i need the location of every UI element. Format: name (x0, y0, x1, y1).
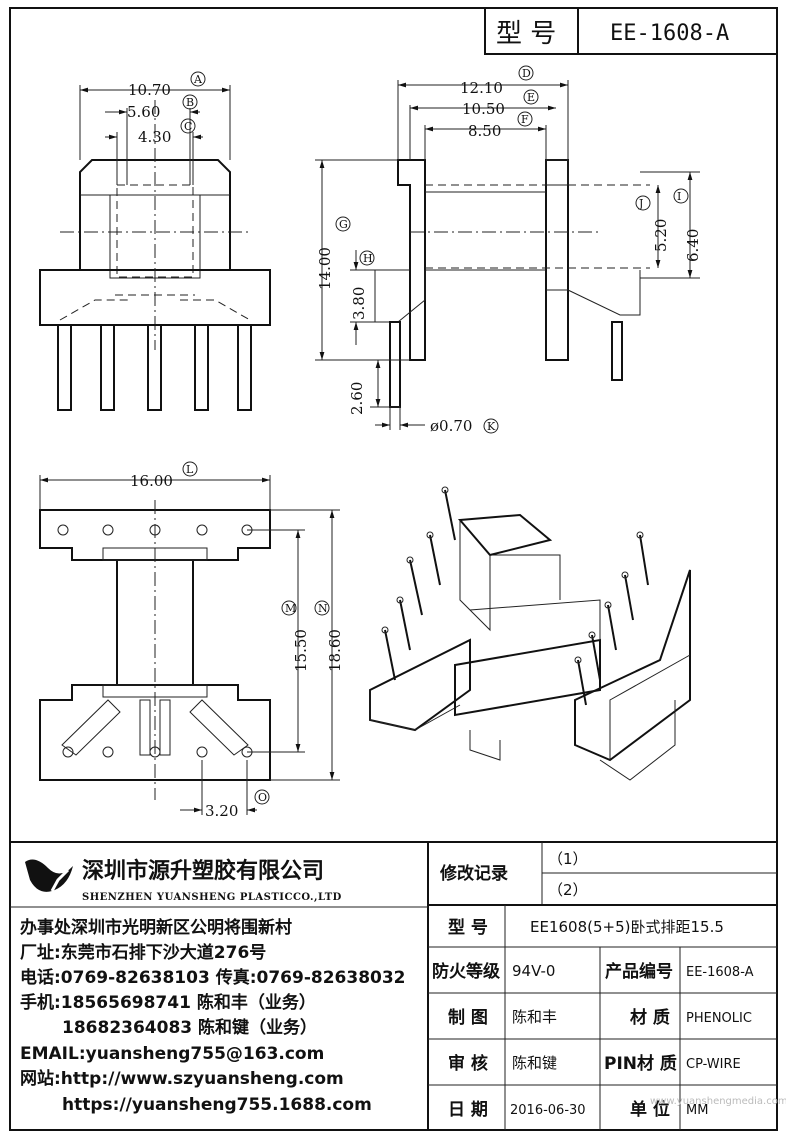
dim-g-value: 14.00 (316, 247, 334, 290)
header-box: 型 号 EE-1608-A (484, 7, 778, 55)
dim-a-value: 10.70 (128, 81, 171, 99)
revision-label: 修改记录 (439, 863, 508, 884)
company-mobile-1: 手机:18565698741 陈和丰（业务） (20, 992, 316, 1013)
dim-n-value: 18.60 (326, 629, 344, 672)
dim-g-letter: G (339, 218, 348, 231)
spec-unit-label: 单 位 (630, 1099, 670, 1120)
isometric-view (369, 486, 691, 781)
header-model-value: EE-1608-A (610, 21, 729, 46)
dim-a-letter: A (193, 73, 203, 86)
spec-review-label: 审 核 (448, 1053, 488, 1074)
spec-model-label: 型 号 (448, 917, 488, 938)
company-factory: 厂址:东莞市石排下沙大道276号 (20, 942, 266, 963)
dim-f-letter: F (521, 113, 529, 126)
dim-i-value: 6.40 (684, 229, 702, 262)
spec-code-value: EE-1608-A (686, 965, 754, 980)
spec-fire-label: 防火等级 (432, 961, 500, 982)
dim-j-letter: J (638, 197, 643, 210)
dim-e-letter: E (527, 91, 535, 104)
company-mobile-2: 18682364083 陈和键（业务） (62, 1017, 317, 1038)
dim-l-value: 16.00 (130, 472, 173, 490)
dim-o-value: 3.20 (205, 802, 238, 820)
spec-review-value: 陈和键 (512, 1054, 557, 1072)
company-email[interactable]: EMAIL:yuansheng755@163.com (20, 1044, 324, 1064)
company-name-en: SHENZHEN YUANSHENG PLASTICCO.,LTD (82, 892, 342, 903)
dim-j-value: 5.20 (652, 219, 670, 252)
dim-f-value: 8.50 (468, 122, 501, 140)
dim-m-letter: M (285, 602, 296, 615)
front-view: 10.70 A 5.60 B 4.30 C (39, 71, 271, 411)
dim-l-letter: L (186, 463, 194, 476)
dim-e-value: 10.50 (462, 100, 505, 118)
dim-b-value: 5.60 (127, 103, 160, 121)
dim-h-value: 3.80 (350, 287, 368, 320)
sheet-border (9, 7, 778, 1131)
dim-d-value: 12.10 (460, 79, 503, 97)
dim-c-value: 4.30 (138, 128, 171, 146)
company-website-1[interactable]: 网站:http://www.szyuansheng.com (20, 1068, 344, 1089)
dim-b-letter: B (186, 96, 194, 109)
spec-draw-label: 制 图 (448, 1007, 488, 1028)
company-office: 办事处深圳市光明新区公明将围新村 (20, 917, 292, 938)
spec-material-label: 材 质 (630, 1007, 670, 1028)
dim-pin-length: 2.60 (348, 382, 366, 415)
revision-2: （2） (548, 881, 588, 899)
dim-o-letter: O (258, 791, 267, 804)
header-model-label: 型 号 (496, 19, 556, 49)
spec-model-value: EE1608(5+5)卧式排距15.5 (530, 918, 724, 936)
spec-pin-label: PIN材 质 (604, 1053, 677, 1074)
side-view: 12.10 D 10.50 E 8.50 F 14.00 G 3.80 H 2. (315, 65, 702, 435)
bottom-view: 16.00 L 15.50 M 18.60 N 3.20 O (39, 461, 344, 820)
dim-k-value: ø0.70 (430, 417, 472, 435)
spec-unit-value: MM (686, 1103, 708, 1118)
spec-date-value: 2016-06-30 (510, 1103, 586, 1118)
dim-k-letter: K (487, 420, 496, 433)
spec-material-value: PHENOLIC (686, 1011, 752, 1026)
spec-draw-value: 陈和丰 (512, 1008, 557, 1026)
spec-pin-value: CP-WIRE (686, 1057, 741, 1072)
revision-1: （1） (548, 850, 588, 868)
dim-i-letter: I (677, 190, 681, 203)
dim-m-value: 15.50 (292, 629, 310, 672)
dim-d-letter: D (522, 67, 531, 80)
company-name-cn: 深圳市源升塑胶有限公司 (82, 858, 324, 884)
spec-date-label: 日 期 (448, 1100, 488, 1120)
company-phone: 电话:0769-82638103 传真:0769-82638032 (20, 967, 406, 988)
dim-c-letter: C (184, 120, 192, 133)
dim-h-letter: H (363, 252, 373, 265)
company-website-2[interactable]: https://yuansheng755.1688.com (62, 1095, 372, 1115)
spec-code-label: 产品编号 (605, 961, 673, 982)
watermark: www.yuanshengmedia.com (650, 1096, 786, 1107)
title-block: 深圳市源升塑胶有限公司 SHENZHEN YUANSHENG PLASTICCO… (10, 841, 786, 1130)
spec-fire-value: 94V-0 (512, 962, 555, 980)
dim-n-letter: N (318, 602, 328, 615)
company-logo (25, 859, 73, 892)
